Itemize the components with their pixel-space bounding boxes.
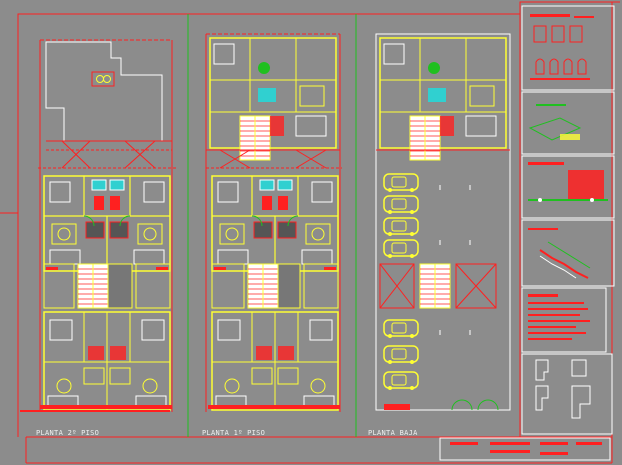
panel-dividers bbox=[187, 14, 357, 437]
plan-title-segundo-piso: PLANTA 2º PISO bbox=[36, 429, 99, 437]
title-block bbox=[20, 410, 611, 461]
detail-panels[interactable] bbox=[521, 5, 615, 435]
plan-planta-baja[interactable] bbox=[375, 33, 511, 411]
plan-primer-piso[interactable] bbox=[205, 33, 342, 412]
plan-1-body bbox=[38, 167, 176, 411]
plan-title-primer-piso: PLANTA 1º PISO bbox=[202, 429, 265, 437]
plan-title-planta-baja: PLANTA BAJA bbox=[368, 429, 418, 437]
plan-segundo-piso[interactable] bbox=[39, 39, 173, 412]
